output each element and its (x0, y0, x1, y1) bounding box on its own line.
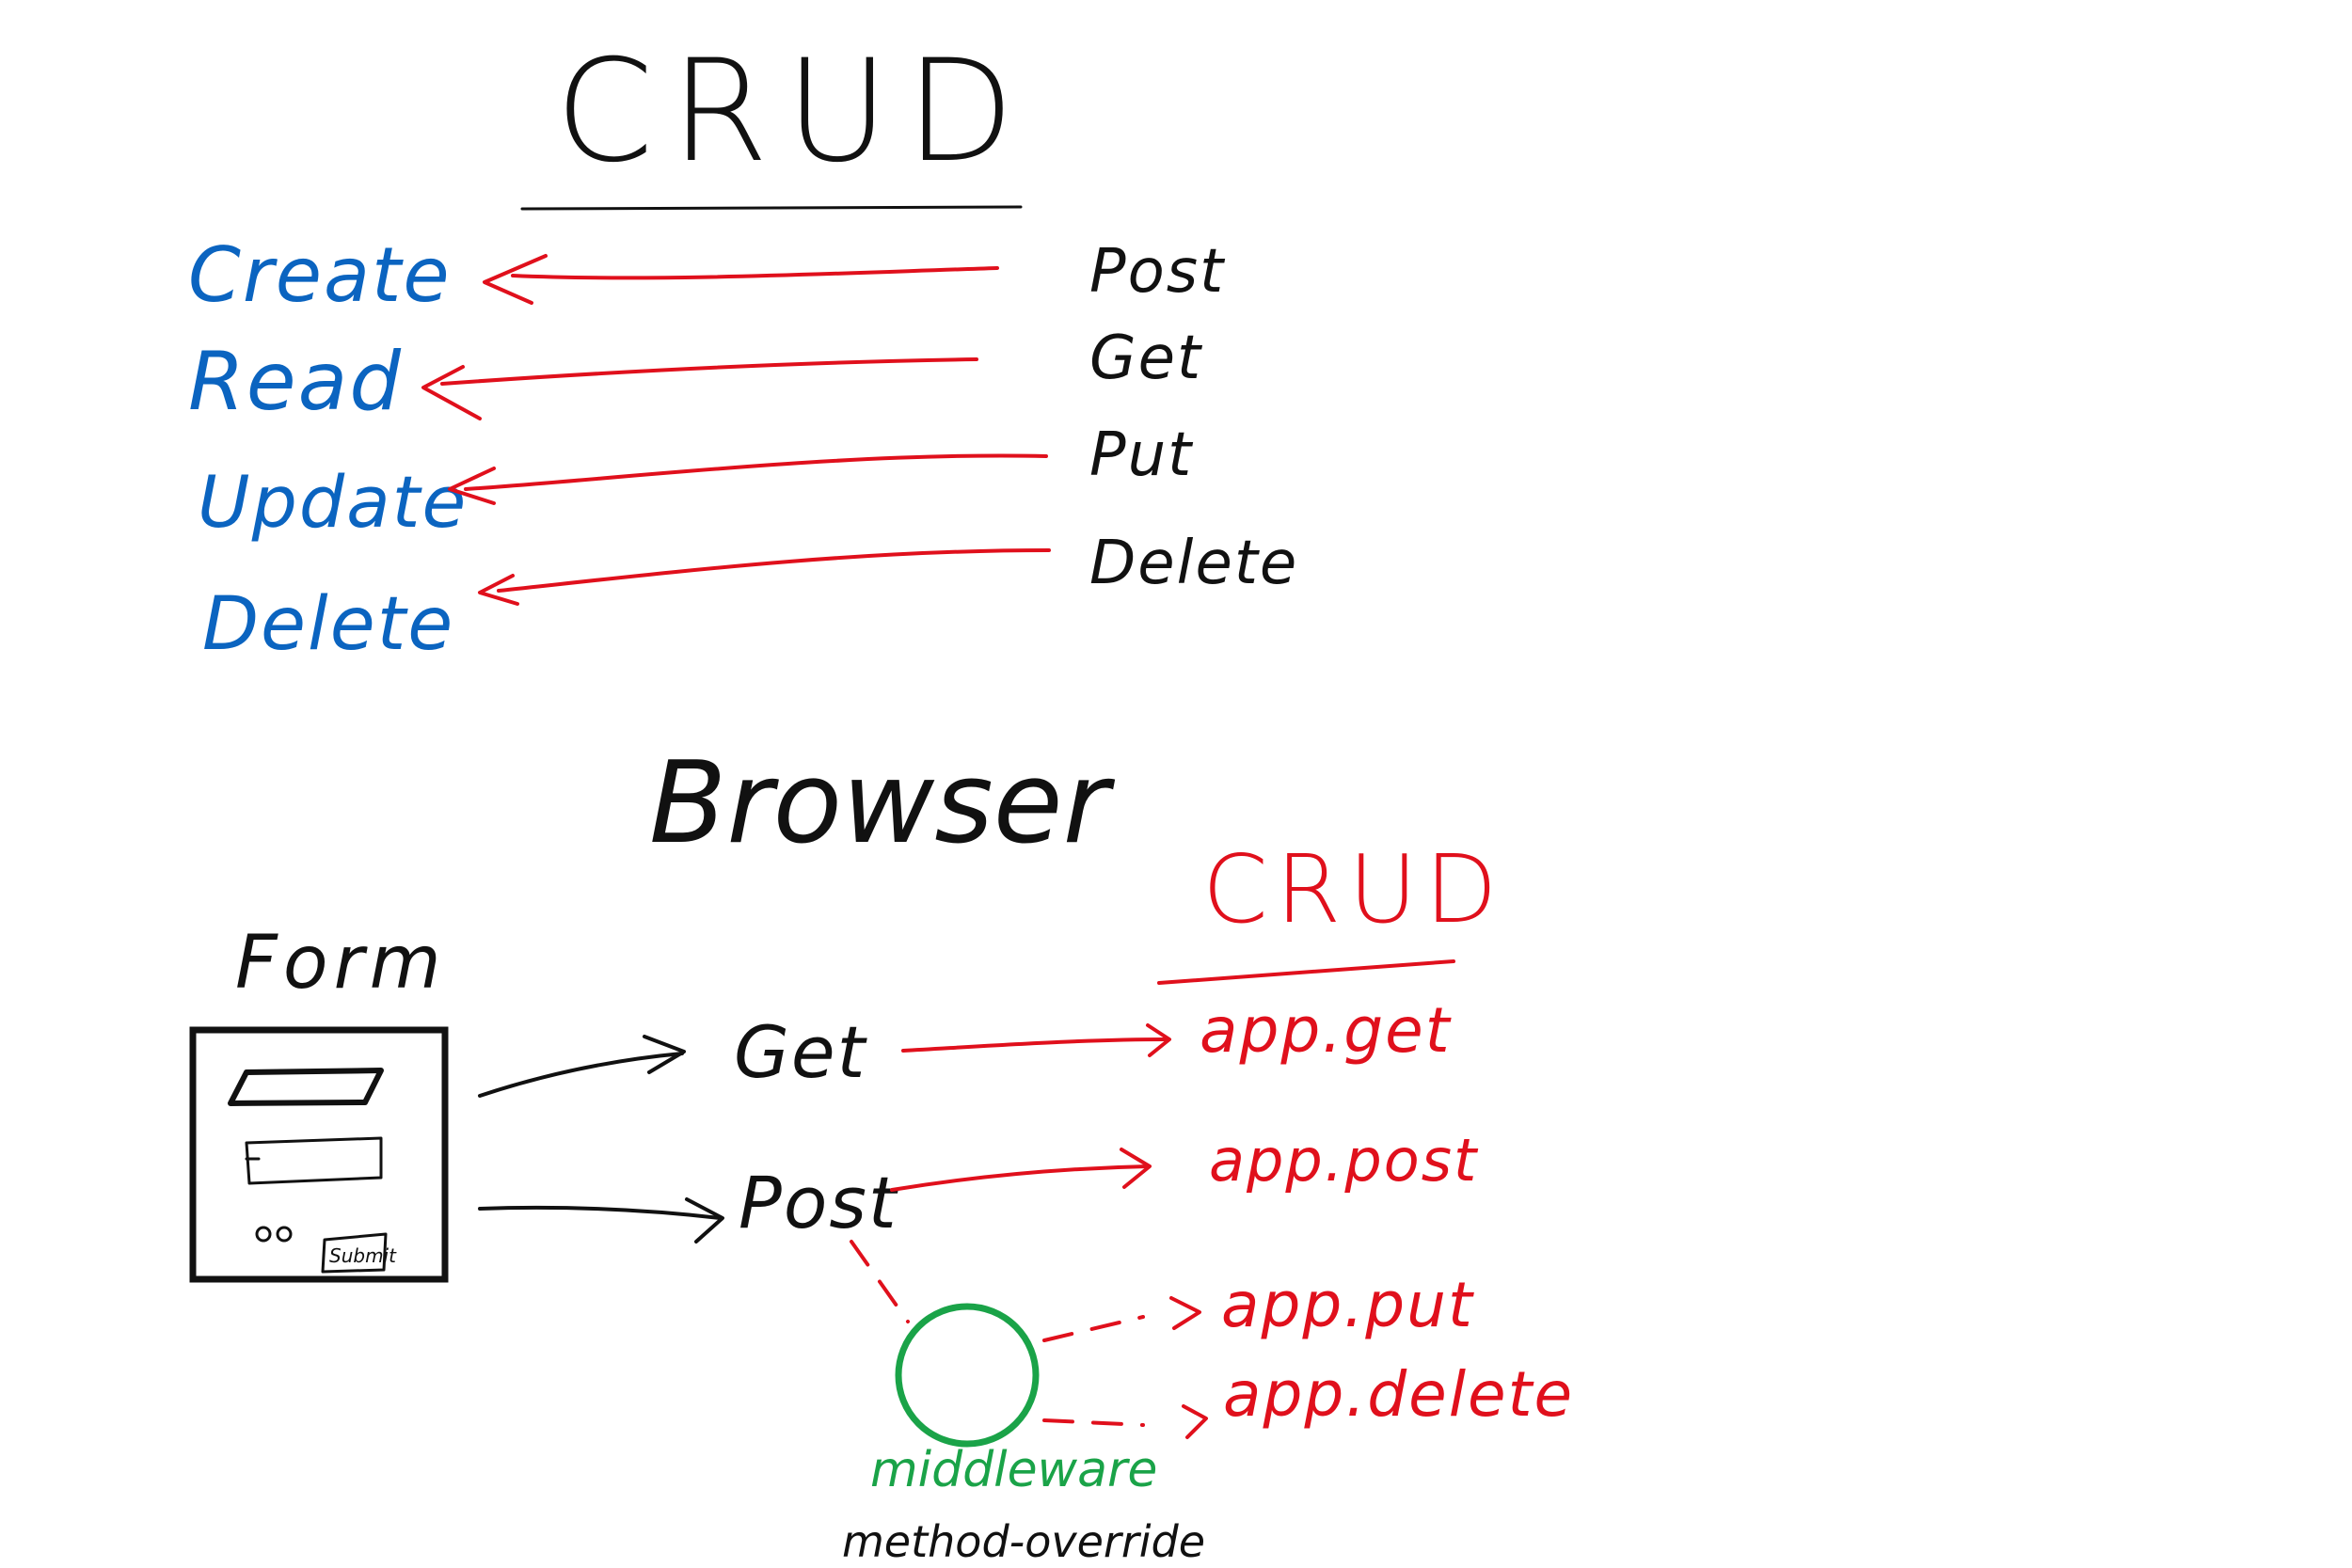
dashed-middleware-to-app-delete (1042, 1404, 1208, 1439)
arrow-form-to-get (478, 1035, 686, 1098)
form-label: Form (235, 921, 447, 1006)
crud-op-create: Create (188, 231, 452, 319)
crud-title-underline (520, 205, 1023, 211)
form-input-field (228, 1068, 384, 1106)
form-radio-option (276, 1226, 293, 1243)
browser-title: Browser (649, 738, 1116, 869)
route-app-post: app.post (1209, 1126, 1479, 1195)
middleware-node (895, 1303, 1040, 1448)
crud-title: CRUD (555, 30, 1031, 194)
http-verb-get: Get (1089, 324, 1203, 393)
middleware-name: method-override (842, 1516, 1205, 1567)
route-app-get: app.get (1200, 994, 1452, 1067)
http-verb-delete: Delete (1089, 529, 1298, 598)
form-method-get: Get (734, 1010, 868, 1094)
form-textarea-field (245, 1136, 383, 1185)
crud-op-read: Read (188, 335, 403, 429)
form-submit-button: Submit (321, 1232, 397, 1274)
form-submit-label: Submit (329, 1244, 397, 1267)
route-app-delete: app.delete (1223, 1358, 1574, 1431)
http-verb-put: Put (1089, 420, 1194, 490)
arrow-delete-to-delete (478, 548, 1051, 606)
arrow-post-to-create (483, 254, 999, 305)
dashed-post-to-middleware (850, 1240, 910, 1323)
form-radio-option (255, 1226, 272, 1243)
arrow-form-to-post (478, 1197, 724, 1243)
arrow-post-to-app-post (890, 1148, 1152, 1192)
arrow-get-to-read (421, 357, 978, 420)
dashed-middleware-to-app-put (1042, 1296, 1201, 1342)
form-method-post: Post (739, 1161, 899, 1244)
routes-crud-title: CRUD (1202, 834, 1505, 944)
arrow-put-to-update (448, 453, 1048, 505)
crud-op-update: Update (198, 460, 468, 544)
routes-crud-underline (1157, 959, 1455, 985)
crud-op-delete: Delete (202, 582, 454, 667)
http-verb-post: Post (1089, 237, 1226, 307)
route-app-put: app.put (1221, 1269, 1474, 1341)
middleware-label: middleware (870, 1442, 1157, 1498)
arrow-get-to-app-get (901, 1023, 1171, 1057)
form-sketch: Submit (189, 1026, 449, 1283)
